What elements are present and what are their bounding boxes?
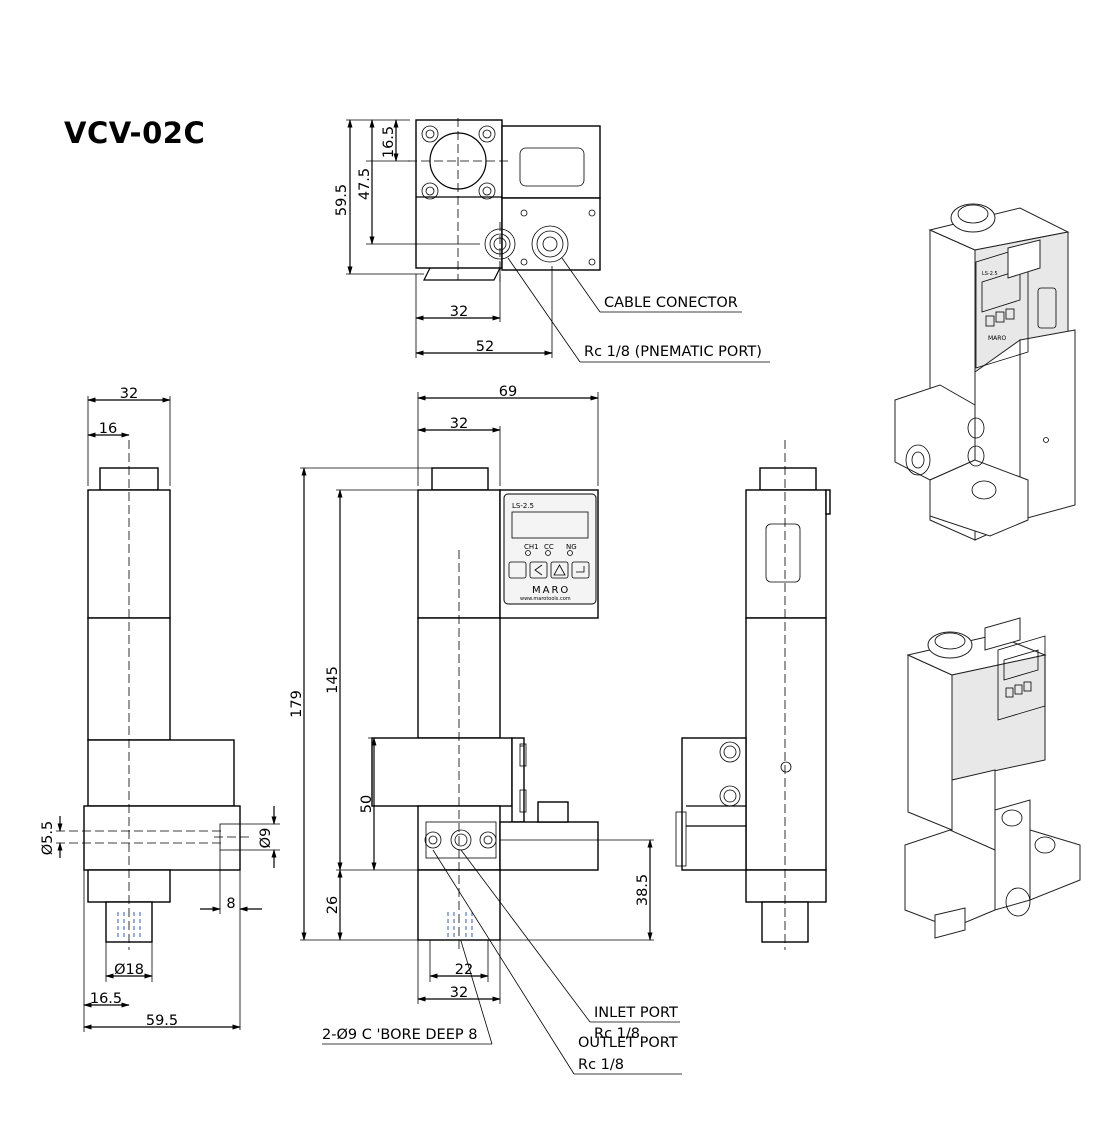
iso-view-upper: LS-2.5 MARO <box>894 203 1076 541</box>
front-dim-145: 145 <box>325 666 341 694</box>
front-dim-179: 179 <box>289 690 305 718</box>
controller-model: LS-2.5 <box>512 502 534 510</box>
left-key-icon <box>529 561 548 579</box>
dim-59-5: 59.5 <box>334 184 350 216</box>
left-side-view: 32 16 Ø5.5 Ø9 8 Ø18 16.5 59.5 <box>40 386 493 1045</box>
dim-16-5: 16.5 <box>381 126 397 158</box>
front-dim-32-top: 32 <box>450 416 468 432</box>
dim-32-top: 32 <box>450 304 468 320</box>
controller-website: www.marotools.com <box>520 596 571 602</box>
front-dim-26: 26 <box>325 896 341 914</box>
left-dim-32: 32 <box>120 386 138 402</box>
front-dim-50: 50 <box>359 795 375 813</box>
controller-panel: LS-2.5 CH1 CC NG MARO www.marotools.com <box>503 493 597 605</box>
cbore-callout: 2-Ø9 C 'BORE DEEP 8 <box>322 1027 477 1043</box>
inlet-thread-callout: Rc 1/8 <box>594 1026 640 1042</box>
front-dim-22: 22 <box>455 962 473 978</box>
left-dim-dia18: Ø18 <box>114 962 144 978</box>
iso-lower-controller <box>997 635 1046 721</box>
right-port-icon-1 <box>719 741 741 763</box>
right-port-icon-2 <box>719 785 741 807</box>
inlet-port-callout: INLET PORT <box>594 1005 678 1021</box>
front-view: LS-2.5 CH1 CC NG MARO www.marotools.com <box>289 384 682 1075</box>
enter-key-icon <box>571 561 590 579</box>
iso-view-lower <box>904 617 1081 939</box>
cable-connector-callout: CABLE CONECTOR <box>604 295 738 311</box>
front-dim-32-bottom: 32 <box>450 985 468 1001</box>
iso-upper-brand: MARO <box>988 335 1006 342</box>
led-ch1-label: CH1 <box>524 543 539 551</box>
led-ng-label: NG <box>566 543 577 551</box>
left-dim-16: 16 <box>99 421 117 437</box>
led-cc-label: CC <box>544 543 554 551</box>
dim-52: 52 <box>476 339 494 355</box>
iso-upper-model: LS-2.5 <box>982 271 998 277</box>
left-dim-8: 8 <box>226 896 235 912</box>
top-view: 16.5 47.5 59.5 32 52 CABLE CONECTOR Rc 1… <box>334 118 770 363</box>
left-dim-dia5-5: Ø5.5 <box>40 821 56 855</box>
dim-47-5: 47.5 <box>357 168 373 200</box>
front-dim-38-5: 38.5 <box>635 874 651 906</box>
controller-brand: MARO <box>532 585 570 596</box>
left-dim-16-5: 16.5 <box>90 991 122 1007</box>
set-key-icon <box>508 561 527 579</box>
right-side-view <box>675 440 831 950</box>
up-key-icon <box>550 561 569 579</box>
front-dim-69: 69 <box>499 384 517 400</box>
cable-connector-icon <box>531 225 569 263</box>
left-dim-dia9: Ø9 <box>258 828 274 849</box>
pneumatic-port-callout: Rc 1/8 (PNEMATIC PORT) <box>584 344 762 360</box>
left-dim-59-5: 59.5 <box>146 1013 178 1029</box>
outlet-port-callout: OUTLET PORT <box>578 1035 678 1051</box>
outlet-thread-callout: Rc 1/8 <box>578 1057 624 1073</box>
drawing-title: VCV-02C <box>64 116 206 150</box>
bolt-holes <box>421 125 496 200</box>
